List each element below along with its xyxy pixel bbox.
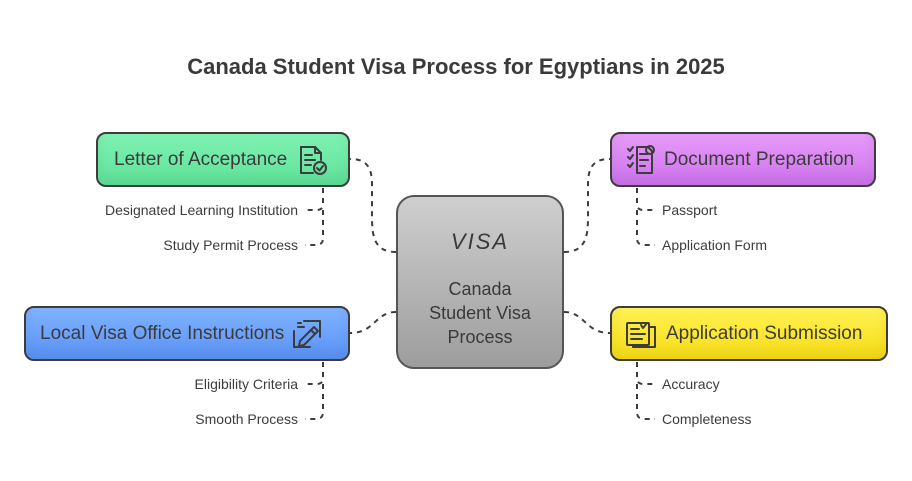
node-label: Document Preparation xyxy=(664,148,855,170)
connector-letter-of-acceptance xyxy=(349,158,397,253)
subitem-eligibility-criteria: Eligibility Criteria xyxy=(194,376,298,392)
connector-sub-designated-learning xyxy=(305,188,324,211)
subitem-designated-learning-institution: Designated Learning Institution xyxy=(104,202,298,218)
connector-sub-accuracy xyxy=(636,362,655,385)
center-label-line: Canada xyxy=(448,279,512,299)
connector-sub-completeness xyxy=(636,384,655,420)
node-letter-of-acceptance: Letter of Acceptance xyxy=(96,132,350,187)
connector-local-visa-office xyxy=(349,311,397,334)
node-label: Letter of Acceptance xyxy=(114,148,288,170)
center-node: VISA Canada Student Visa Process xyxy=(396,195,564,369)
diagram-title: Canada Student Visa Process for Egyptian… xyxy=(187,54,725,79)
connector-sub-study-permit xyxy=(305,210,324,246)
subitem-passport: Passport xyxy=(662,202,718,218)
connector-sub-smooth-process xyxy=(305,384,324,420)
visa-badge: VISA xyxy=(450,229,510,254)
subitem-application-form: Application Form xyxy=(662,237,768,253)
subitem-study-permit-process: Study Permit Process xyxy=(163,237,298,253)
subitem-completeness: Completeness xyxy=(662,411,752,427)
node-label: Local Visa Office Instructions xyxy=(40,322,285,344)
center-label-line: Process xyxy=(447,327,513,347)
connector-sub-passport xyxy=(636,188,655,211)
node-local-visa-office-instructions: Local Visa Office Instructions xyxy=(24,306,350,361)
subitem-accuracy: Accuracy xyxy=(662,376,720,392)
checklist-icon xyxy=(627,144,655,174)
subitem-smooth-process: Smooth Process xyxy=(195,411,298,427)
center-label: Canada Student Visa Process xyxy=(398,277,562,349)
connector-application-submission xyxy=(563,311,611,334)
node-label: Application Submission xyxy=(666,322,863,344)
pencil-form-icon xyxy=(293,319,322,348)
application-form-icon xyxy=(626,321,656,348)
connector-document-preparation xyxy=(563,158,611,253)
connector-sub-eligibility xyxy=(305,362,324,385)
document-check-icon xyxy=(300,145,328,175)
center-label-line: Student Visa xyxy=(429,303,531,323)
node-document-preparation: Document Preparation xyxy=(610,132,876,187)
connector-sub-application-form xyxy=(636,210,655,246)
node-application-submission: Application Submission xyxy=(610,306,888,361)
